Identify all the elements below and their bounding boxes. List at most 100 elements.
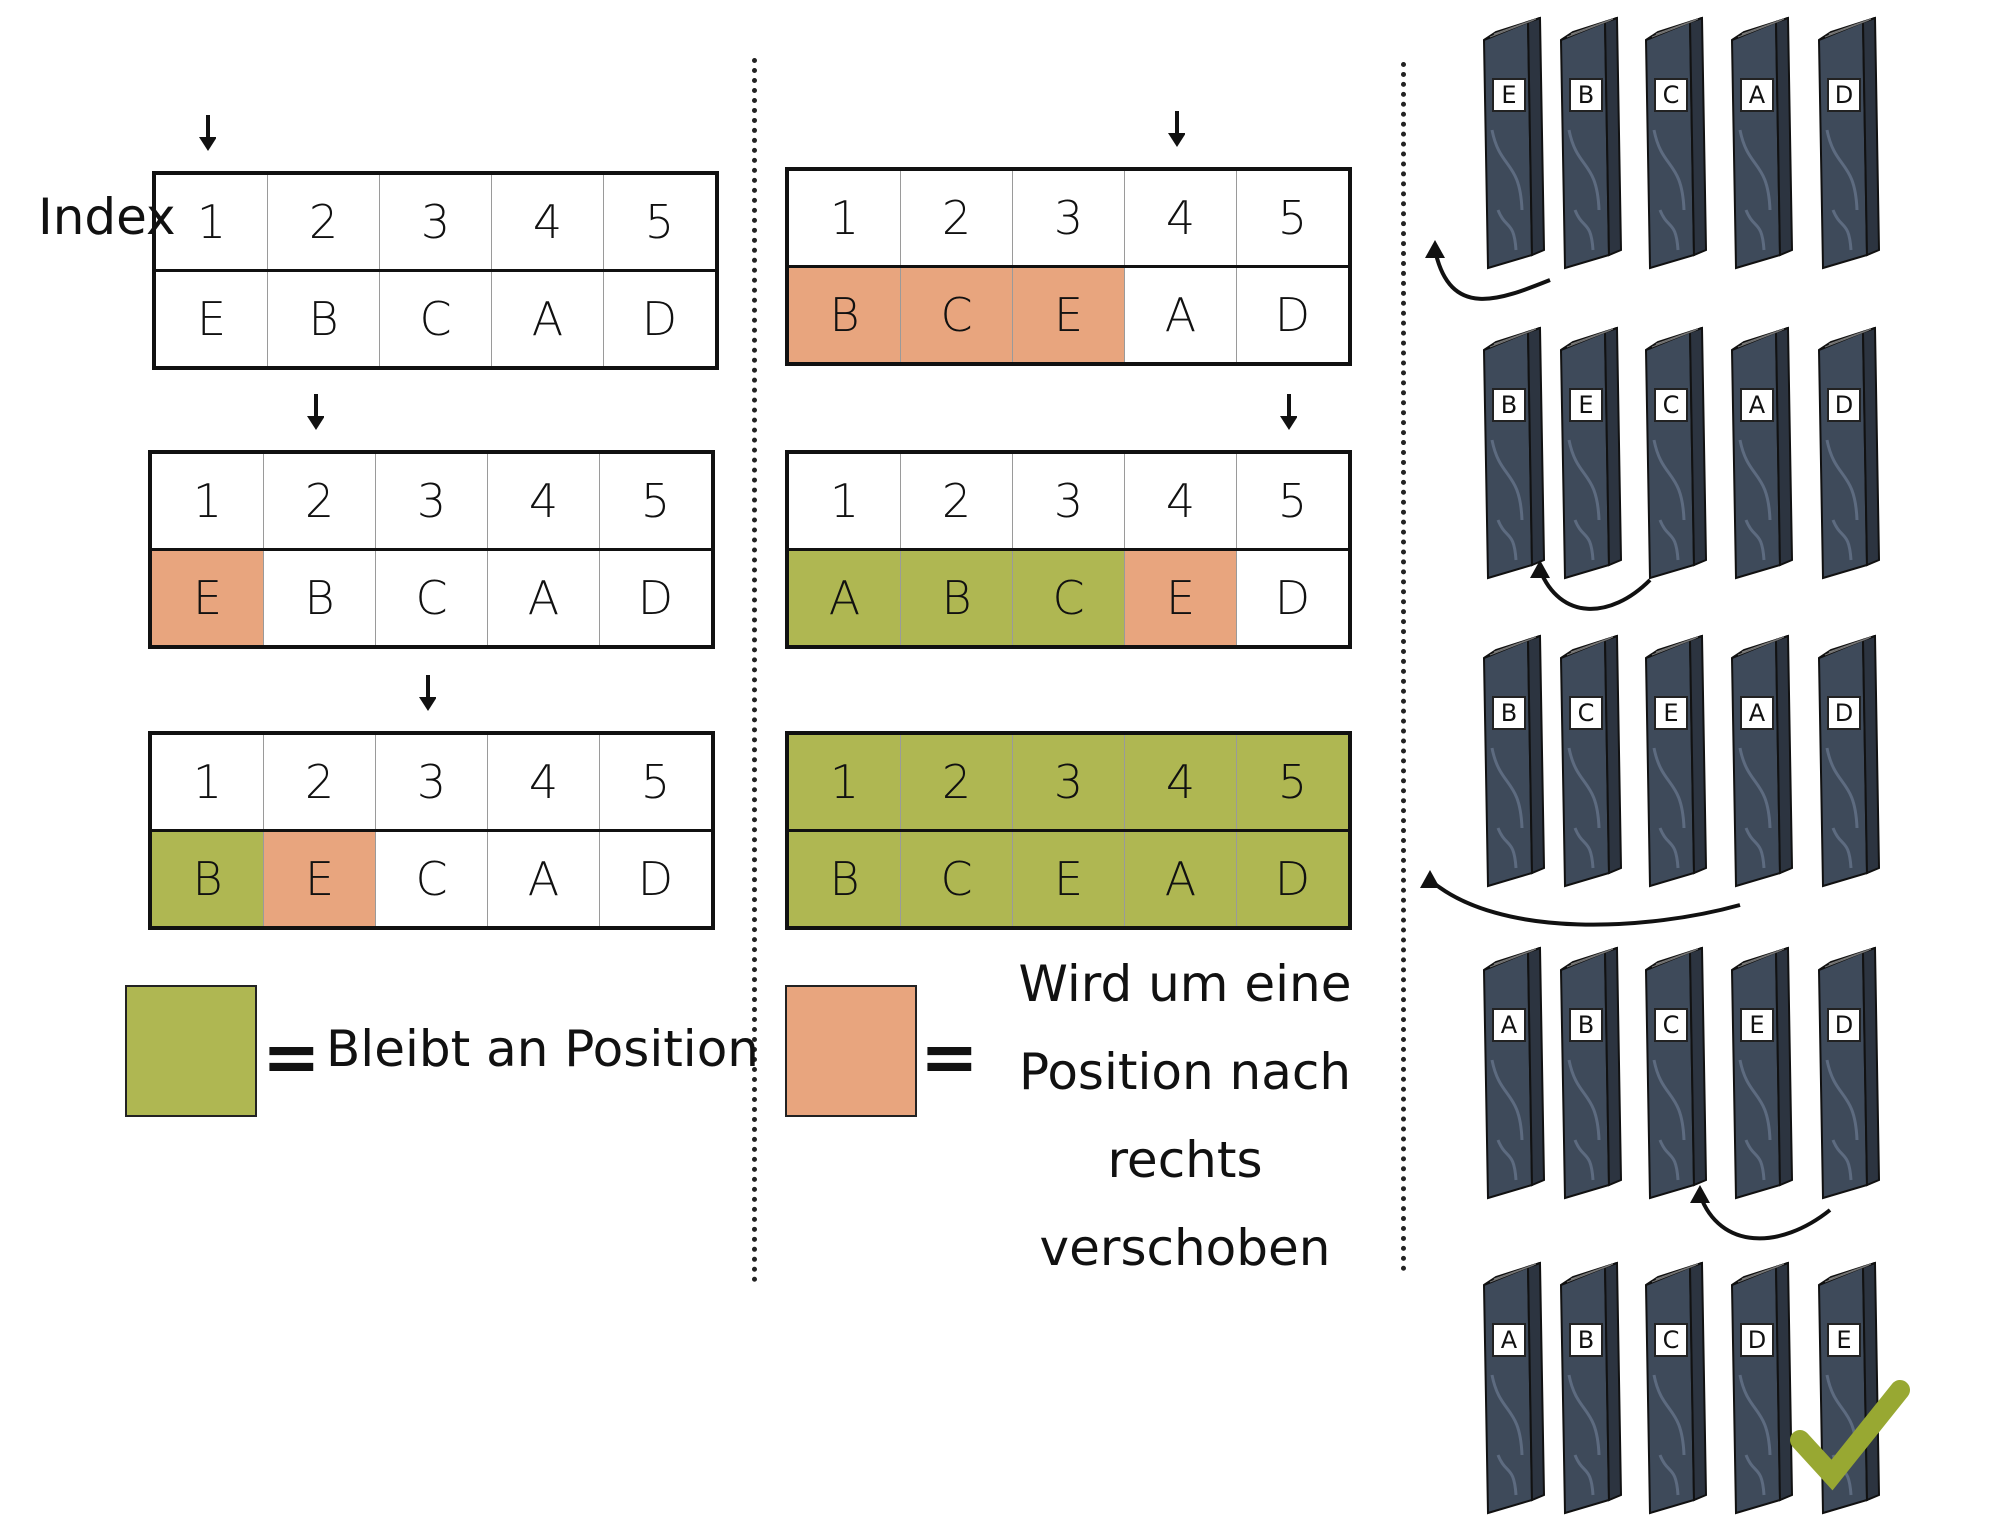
value-cell: B [263, 549, 376, 648]
index-cell: 1 [149, 732, 264, 832]
binder-label: A [1492, 1008, 1526, 1042]
value-cell: A [1124, 830, 1237, 929]
binder-label: D [1827, 78, 1861, 112]
binder-label: B [1492, 388, 1526, 422]
binder-icon [1559, 16, 1623, 270]
binder-label: D [1827, 696, 1861, 730]
index-cell: 4 [1124, 732, 1237, 832]
value-cell: D [603, 270, 718, 369]
binder-1-2: C [1632, 320, 1712, 584]
value-cell: B [786, 830, 901, 929]
binder-icon [1817, 946, 1881, 1200]
index-cell: 4 [487, 451, 600, 551]
binder-label: E [1569, 388, 1603, 422]
binder-label: B [1569, 78, 1603, 112]
binder-icon [1730, 16, 1794, 270]
index-cell: 1 [786, 168, 901, 268]
value-cell: C [1012, 549, 1125, 648]
index-cell: 2 [900, 451, 1013, 551]
value-cell: C [900, 830, 1013, 929]
binder-2-3: A [1718, 628, 1798, 892]
binder-3-2: C [1632, 940, 1712, 1204]
steps_left-pointer-arrow [419, 675, 436, 711]
index-cell: 3 [375, 732, 488, 832]
legend-green-text: Bleibt an Position [326, 1020, 759, 1078]
value-cell: E [1124, 549, 1237, 648]
binder-0-3: A [1718, 10, 1798, 274]
binder-0-0: E [1470, 10, 1550, 274]
steps_left-pointer-arrow [199, 115, 216, 151]
binder-4-1: B [1547, 1255, 1627, 1519]
binder-icon [1817, 326, 1881, 580]
binder-1-3: A [1718, 320, 1798, 584]
binder-icon [1559, 634, 1623, 888]
binder-label: E [1740, 1008, 1774, 1042]
binder-2-1: C [1547, 628, 1627, 892]
index-cell: 1 [153, 172, 268, 272]
binder-icon [1482, 634, 1546, 888]
steps_left-pointer-arrow [307, 394, 324, 430]
index-cell: 2 [263, 451, 376, 551]
steps_right-pointer-arrow [1280, 394, 1297, 430]
value-cell: D [599, 549, 714, 648]
index-cell: 5 [599, 451, 714, 551]
value-cell: A [786, 549, 901, 648]
steps_right-pointer-arrow [1168, 111, 1185, 147]
binder-label: A [1492, 1323, 1526, 1357]
binder-icon [1559, 1261, 1623, 1515]
binder-2-4: D [1805, 628, 1885, 892]
binder-icon [1644, 326, 1708, 580]
index-cell: 3 [379, 172, 492, 272]
legend-orange-line-1: Wird um eine [1018, 955, 1352, 1013]
binder-icon [1559, 326, 1623, 580]
binder-icon [1482, 946, 1546, 1200]
binder-icon [1482, 326, 1546, 580]
binder-label: C [1654, 78, 1688, 112]
binder-label: C [1569, 696, 1603, 730]
value-cell: D [1236, 266, 1351, 365]
value-cell: D [1236, 830, 1351, 929]
binder-label: A [1740, 696, 1774, 730]
binder-icon [1644, 1261, 1708, 1515]
binder-icon [1730, 946, 1794, 1200]
index-cell: 3 [375, 451, 488, 551]
binder-label: D [1827, 388, 1861, 422]
index-cell: 2 [267, 172, 380, 272]
binder-label: D [1740, 1323, 1774, 1357]
index-cell: 4 [487, 732, 600, 832]
binder-label: A [1740, 388, 1774, 422]
binder-icon [1730, 326, 1794, 580]
index-cell: 1 [786, 451, 901, 551]
legend-orange-text: Wird um eine Position nach rechts versch… [975, 940, 1395, 1292]
value-cell: B [900, 549, 1013, 648]
binder-3-1: B [1547, 940, 1627, 1204]
binder-3-4: D [1805, 940, 1885, 1204]
index-cell: 3 [1012, 732, 1125, 832]
index-cell: 5 [599, 732, 714, 832]
index-cell: 2 [900, 168, 1013, 268]
index-cell: 2 [263, 732, 376, 832]
value-cell: D [599, 830, 714, 929]
index-cell: 1 [149, 451, 264, 551]
index-cell: 3 [1012, 451, 1125, 551]
binder-label: C [1654, 388, 1688, 422]
binder-icon [1644, 16, 1708, 270]
binder-icon [1817, 1261, 1881, 1515]
value-cell: D [1236, 549, 1351, 648]
index-cell: 4 [491, 172, 604, 272]
binder-0-2: C [1632, 10, 1712, 274]
binder-2-2: E [1632, 628, 1712, 892]
binder-icon [1644, 946, 1708, 1200]
binder-3-0: A [1470, 940, 1550, 1204]
value-cell: C [375, 549, 488, 648]
value-cell: E [1012, 830, 1125, 929]
value-cell: A [491, 270, 604, 369]
binder-icon [1817, 634, 1881, 888]
legend-orange-line-2: Position nach [1018, 1043, 1352, 1101]
index-cell: 2 [900, 732, 1013, 832]
binder-icon [1559, 946, 1623, 1200]
binder-label: B [1492, 696, 1526, 730]
